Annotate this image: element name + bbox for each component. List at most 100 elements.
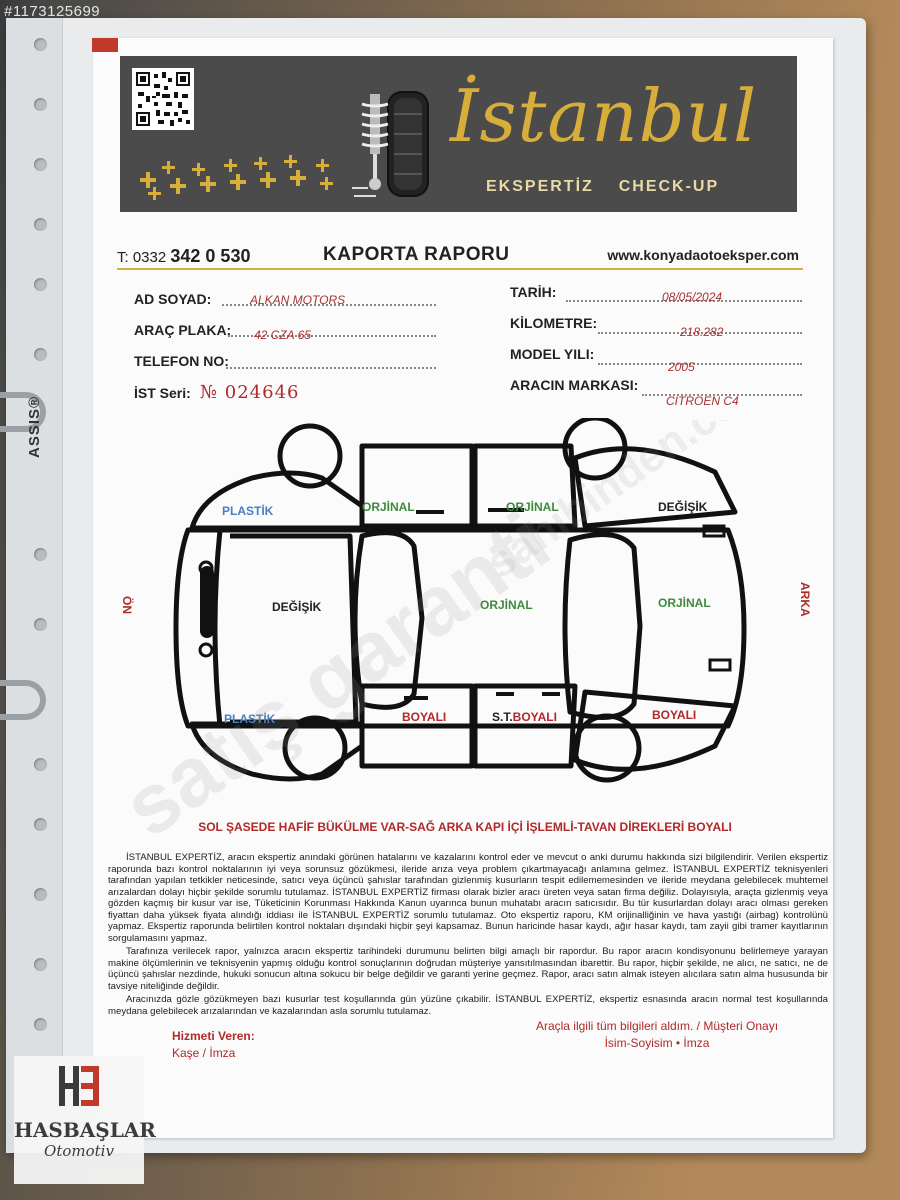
rear-left-fender-shape <box>572 446 738 529</box>
windshield-shape <box>352 530 425 710</box>
part-front-right-fender: PLASTİK <box>224 712 276 726</box>
rear-right-fender-shape <box>572 689 738 772</box>
date-value: 08/05/2024 <box>662 290 723 304</box>
part-rear-right-door-status: BOYALI <box>512 710 557 724</box>
customer-approval-sub: İsim-Soyisim • İmza <box>604 1036 710 1050</box>
part-trunk: ORJİNAL <box>658 596 711 610</box>
binder-brand: ASSIS® <box>26 395 43 458</box>
punch-hole <box>34 278 47 291</box>
punch-hole <box>34 758 47 771</box>
damage-note: SOL ŞASEDE HAFİF BÜKÜLME VAR-SAĞ ARKA KA… <box>198 820 732 834</box>
punch-hole <box>34 348 47 361</box>
year-label: MODEL YILI: <box>510 346 595 362</box>
door-handle <box>542 692 560 696</box>
report-topline: T: 0332 342 0 530 KAPORTA RAPORU www.kon… <box>117 244 803 270</box>
part-rear-left-door: ORJİNAL <box>506 500 559 514</box>
disclaimer-paragraph: İSTANBUL EXPERTİZ, aracın ekspertiz anın… <box>108 852 828 944</box>
phone-line <box>226 366 436 369</box>
brand-tagline-left: EKSPERTİZ <box>486 178 594 195</box>
rear-right-door-shape <box>472 683 578 769</box>
part-front-left-fender: PLASTİK <box>222 504 274 518</box>
taillight <box>708 658 732 672</box>
front-label: ÖN <box>120 596 134 614</box>
binder-ring <box>0 680 46 720</box>
make-line <box>642 393 802 396</box>
name-line <box>222 303 436 306</box>
dealer-logo: HASBAŞLAR Otomotiv <box>14 1056 156 1184</box>
punch-hole <box>34 1018 47 1031</box>
front-bumper-line <box>212 529 223 727</box>
part-roof: ORJİNAL <box>480 598 533 612</box>
brand-tagline-right: CHECK-UP <box>618 178 720 195</box>
disclaimer-text: İSTANBUL EXPERTİZ, aracın ekspertiz anın… <box>108 852 828 1019</box>
punch-hole <box>34 218 47 231</box>
year-value: 2005 <box>668 360 695 374</box>
punch-hole <box>34 158 47 171</box>
date-line <box>566 299 802 302</box>
service-provider-title: Hizmeti Veren: <box>172 1029 255 1043</box>
part-front-right-door: BOYALI <box>402 710 447 724</box>
hood-shape <box>230 533 359 725</box>
front-right-door-shape <box>359 683 475 769</box>
report-header-banner: İstanbul EKSPERTİZ CHECK-UP <box>120 56 797 212</box>
part-hood: DEĞİŞİK <box>272 600 322 614</box>
decorative-crosses-icon <box>140 155 333 200</box>
date-label: TARİH: <box>510 284 557 300</box>
website: www.konyadaotoeksper.com <box>607 247 799 263</box>
door-handle <box>488 508 524 512</box>
door-handle <box>404 696 428 700</box>
disclaimer-paragraph: Aracınızda gözle gözükmeyen bazı kusurla… <box>108 994 828 1017</box>
customer-approval-signature: Araçla ilgili tüm bilgileri aldım. / Müş… <box>522 1018 792 1052</box>
punch-hole <box>34 618 47 631</box>
punch-hole <box>34 98 47 111</box>
make-value: CITROEN C4 <box>666 394 739 408</box>
name-value: ALKAN MOTORS <box>250 293 346 307</box>
name-label: AD SOYAD: <box>134 291 212 307</box>
punch-hole <box>34 958 47 971</box>
punch-hole <box>34 548 47 561</box>
front-left-fender-shape <box>189 470 365 531</box>
km-line <box>598 331 802 334</box>
rear-window-shape <box>562 532 643 720</box>
phone: T: 0332 342 0 530 <box>117 246 250 267</box>
disclaimer-paragraph: Tarafınıza verilecek rapor, yalnızca ara… <box>108 946 828 992</box>
part-rear-right-door: S.T.BOYALI <box>492 710 557 724</box>
headlight <box>198 642 214 658</box>
front-grille <box>200 566 214 638</box>
service-provider-signature: Hizmeti Veren: Kaşe / İmza <box>172 1028 255 1062</box>
part-rear-left-fender: DEĞİŞİK <box>658 500 708 514</box>
year-line <box>598 362 802 365</box>
binder-ring <box>0 392 46 432</box>
serial-number: № 024646 <box>200 382 300 403</box>
qr-code-icon <box>132 68 194 130</box>
brand-name: İstanbul <box>450 74 758 158</box>
report-title: KAPORTA RAPORU <box>323 244 510 265</box>
taillight <box>702 524 726 538</box>
headlight <box>198 560 214 576</box>
suspension-wheel-icon <box>352 91 429 197</box>
dealer-logo-sub: Otomotiv <box>44 1142 114 1160</box>
km-value: 218.282 <box>680 325 724 339</box>
rear-label: ARKA <box>798 582 812 617</box>
serial-label: İST Seri: <box>134 385 191 401</box>
part-rear-right-fender: BOYALI <box>652 708 697 722</box>
plate-value: 42 CZA 65 <box>254 328 311 342</box>
plate-line <box>228 334 436 337</box>
phone-number: 342 0 530 <box>170 246 251 266</box>
brand-tagline: EKSPERTİZ CHECK-UP <box>486 178 719 196</box>
front-right-fender-shape <box>189 721 365 782</box>
door-handle <box>416 510 444 514</box>
door-handle <box>496 692 514 696</box>
part-front-left-door: ORJİNAL <box>362 500 415 514</box>
phone-field-label: TELEFON NO: <box>134 353 229 369</box>
punch-hole <box>34 818 47 831</box>
car-body-diagram <box>173 418 747 783</box>
front-left-wheel <box>277 423 343 489</box>
km-label: KİLOMETRE: <box>510 315 598 331</box>
service-provider-sub: Kaşe / İmza <box>172 1046 236 1060</box>
make-label: ARACIN MARKASI: <box>510 377 639 393</box>
red-tab <box>92 38 118 52</box>
stock-id: #1173125699 <box>4 3 101 20</box>
dealer-logo-mark-icon <box>59 1066 99 1106</box>
part-rear-right-door-prefix: S.T. <box>492 710 513 724</box>
